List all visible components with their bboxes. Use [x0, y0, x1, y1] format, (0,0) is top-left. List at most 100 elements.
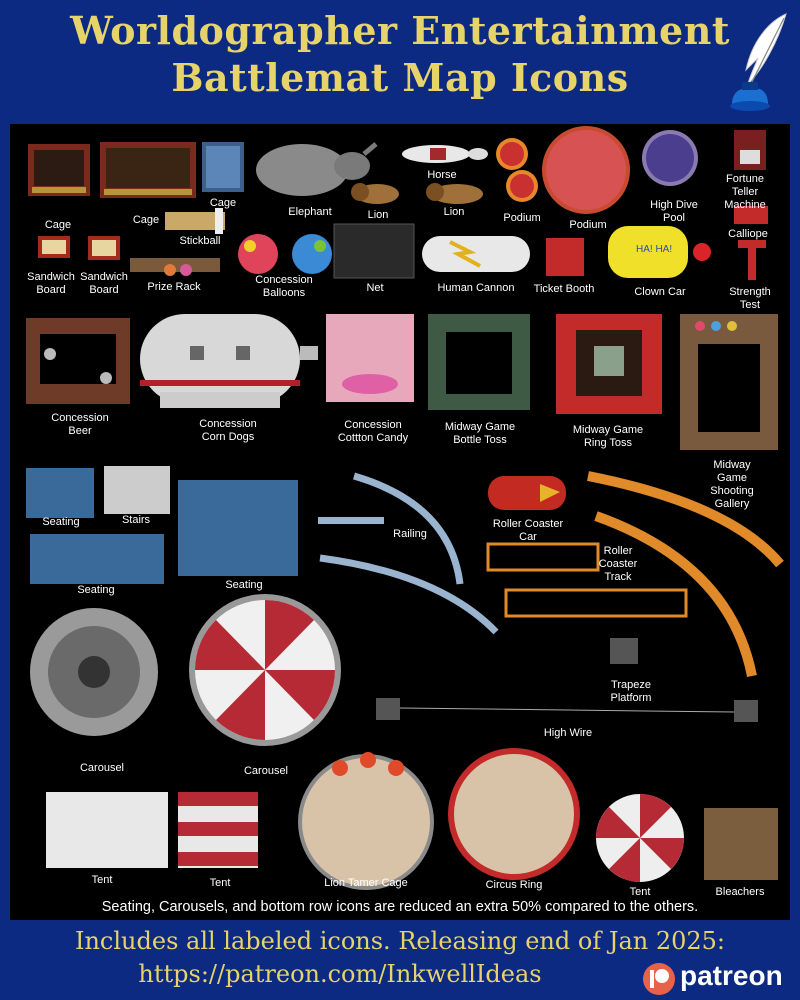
label-tent-3: Tent — [629, 886, 651, 898]
concession-corn-dogs-icon — [140, 314, 318, 408]
label-clown-car: Clown Car — [634, 286, 686, 298]
label-prize-rack: Prize Rack — [147, 281, 201, 293]
label-concession-corn-dogs: Concession Corn Dogs — [199, 418, 257, 443]
label-carousel-2: Carousel — [243, 765, 289, 777]
clown-car-text: HA! HA! — [636, 244, 672, 255]
lion-icon — [351, 183, 399, 204]
label-cage-3: Cage — [209, 197, 237, 209]
seating-icon — [26, 468, 94, 518]
label-trapeze-platform: Trapeze Platform — [610, 679, 652, 704]
patreon-logo[interactable]: patreon — [642, 960, 797, 996]
podium-icon — [496, 138, 528, 170]
patreon-logo-icon — [643, 963, 675, 995]
cage-icon — [100, 142, 196, 198]
label-seating-3: Seating — [225, 579, 263, 591]
footer-link[interactable]: https://patreon.com/InkwellIdeas — [138, 960, 542, 988]
label-stairs: Stairs — [121, 514, 151, 526]
lion-icon — [426, 183, 483, 204]
label-seating-1: Seating — [42, 516, 80, 528]
title-line-2: Battlemat Map Icons — [171, 55, 629, 100]
clown-car-icon: HA! HA! — [608, 226, 711, 278]
bottle-toss-icon — [428, 314, 530, 410]
label-bottle-toss: Midway Game Bottle Toss — [444, 421, 516, 446]
label-human-cannon: Human Cannon — [437, 282, 515, 294]
label-lion-1: Lion — [367, 209, 389, 221]
title-line-1: Worldographer Entertainment — [70, 8, 730, 53]
tent-icon — [178, 792, 258, 868]
prize-rack-icon — [130, 258, 220, 276]
label-ring-toss: Midway Game Ring Toss — [572, 424, 644, 449]
icon-artwork: HA! HA! — [26, 126, 784, 890]
ticket-booth-icon — [546, 238, 584, 276]
balloons-icon — [238, 234, 332, 274]
label-ticket-booth: Ticket Booth — [533, 283, 595, 295]
tent-icon — [46, 792, 168, 868]
label-high-dive-pool: High Dive Pool — [650, 199, 698, 224]
cage-icon — [202, 142, 244, 192]
fortune-teller-icon — [734, 130, 766, 170]
label-fortune-teller-machine: Fortune Teller Machine — [724, 173, 766, 211]
stairs-icon — [104, 466, 170, 514]
carousel-icon — [189, 594, 341, 746]
carousel-icon — [30, 608, 158, 736]
patreon-wordmark: patreon — [680, 960, 783, 991]
label-circus-ring: Circus Ring — [485, 879, 543, 891]
calliope-icon — [734, 206, 768, 224]
label-seating-2: Seating — [77, 584, 115, 596]
shooting-gallery-icon — [680, 314, 778, 450]
label-railing: Railing — [393, 528, 427, 540]
label-net: Net — [366, 282, 384, 294]
tent-icon — [596, 794, 684, 882]
podium-icon — [506, 170, 538, 202]
quill-inkwell-icon — [730, 13, 787, 111]
label-concession-cotton-candy: Concession Cottton Candy — [337, 419, 409, 444]
label-podium-2: Podium — [569, 219, 607, 231]
label-tent-2: Tent — [209, 877, 231, 889]
label-calliope: Calliope — [728, 228, 768, 240]
concession-cotton-candy-icon — [326, 314, 414, 402]
bleachers-icon — [704, 808, 778, 880]
label-roller-coaster-car: Roller Coaster Car — [492, 518, 564, 543]
sandwich-board-icon — [88, 236, 120, 260]
high-wire-icon — [376, 698, 758, 722]
label-stickball: Stickball — [179, 235, 221, 247]
human-cannon-icon — [422, 236, 530, 272]
pool-icon — [642, 130, 698, 186]
label-concession-beer: Concession Beer — [51, 412, 109, 437]
cage-icon — [28, 144, 90, 196]
label-podium-1: Podium — [503, 212, 541, 224]
roller-coaster-car-icon — [488, 476, 566, 510]
podium-icon — [542, 126, 630, 214]
label-lion-2: Lion — [443, 206, 465, 218]
icon-sheet-panel: HA! HA! Cage Cage Cage Elephant Horse Li… — [10, 124, 790, 920]
label-sandwich-board-1: Sandwich Board — [27, 271, 75, 296]
trapeze-platform-icon — [610, 638, 638, 664]
label-elephant: Elephant — [288, 206, 332, 218]
label-bleachers: Bleachers — [715, 886, 765, 898]
label-sandwich-board-2: Sandwich Board — [80, 271, 128, 296]
seating-icon — [178, 480, 298, 576]
net-icon — [333, 223, 415, 279]
footer-line-1: Includes all labeled icons. Releasing en… — [74, 927, 726, 955]
horse-icon — [402, 145, 488, 163]
label-cage-1: Cage — [44, 219, 72, 231]
label-high-wire: High Wire — [543, 727, 593, 739]
elephant-icon — [256, 142, 378, 196]
ring-toss-icon — [556, 314, 662, 414]
scale-note: Seating, Carousels, and bottom row icons… — [101, 899, 699, 915]
railing-icon — [318, 472, 499, 635]
seating-icon — [30, 534, 164, 584]
lion-tamer-cage-icon — [298, 752, 434, 890]
strength-test-icon — [738, 240, 766, 280]
label-lion-tamer-cage: Lion Tamer Cage — [324, 877, 408, 889]
label-tent-1: Tent — [91, 874, 113, 886]
label-concession-balloons: Concession Balloons — [255, 274, 313, 299]
concession-beer-icon — [26, 318, 130, 404]
sandwich-board-icon — [38, 236, 70, 258]
circus-ring-icon — [448, 748, 580, 880]
label-horse: Horse — [427, 169, 457, 181]
label-cage-2: Cage — [132, 214, 160, 226]
label-shooting-gallery: Midway Game Shooting Gallery — [710, 459, 754, 510]
stickball-icon — [165, 208, 225, 234]
label-strength-test: Strength Test — [729, 286, 771, 311]
